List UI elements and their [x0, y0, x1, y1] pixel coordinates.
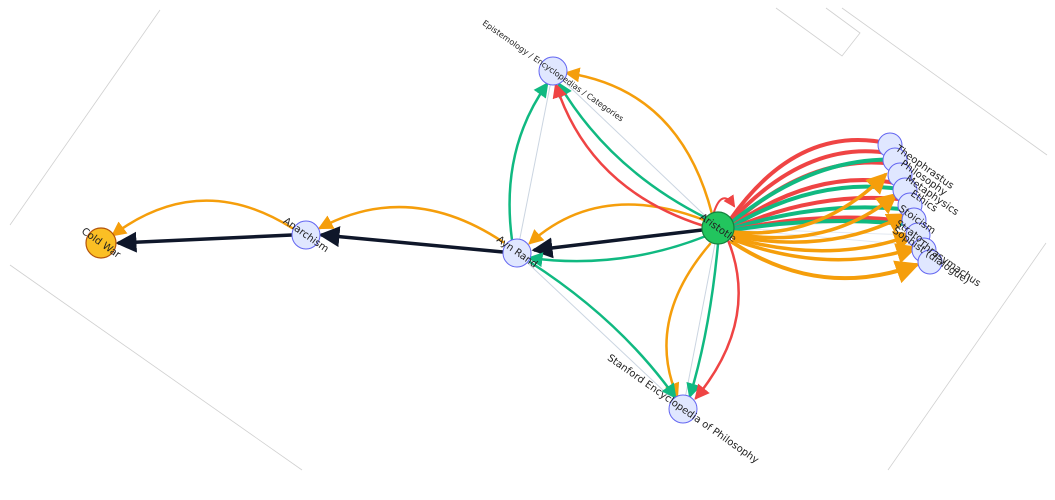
edges-right-fan [728, 138, 920, 284]
node-label-bottom-cluster: Stanford Encyclopedia of Philosophy [605, 353, 760, 466]
node-label-top-cluster: Epistemology / Encyclopedias / Categorie… [481, 19, 625, 124]
node-bottom-cluster[interactable]: Stanford Encyclopedia of Philosophy [605, 353, 760, 466]
edges-black [115, 226, 704, 259]
node-top-cluster[interactable]: Epistemology / Encyclopedias / Categorie… [481, 19, 625, 124]
edges-red [552, 82, 740, 400]
edges-orange [110, 67, 714, 399]
node-right-cluster[interactable]: Theophrastus Philosophy Metaphysics Ethi… [877, 132, 982, 289]
background-outline [9, 7, 1048, 471]
node-aristotle[interactable]: Aristotle [697, 211, 738, 245]
edges-green [508, 81, 720, 400]
